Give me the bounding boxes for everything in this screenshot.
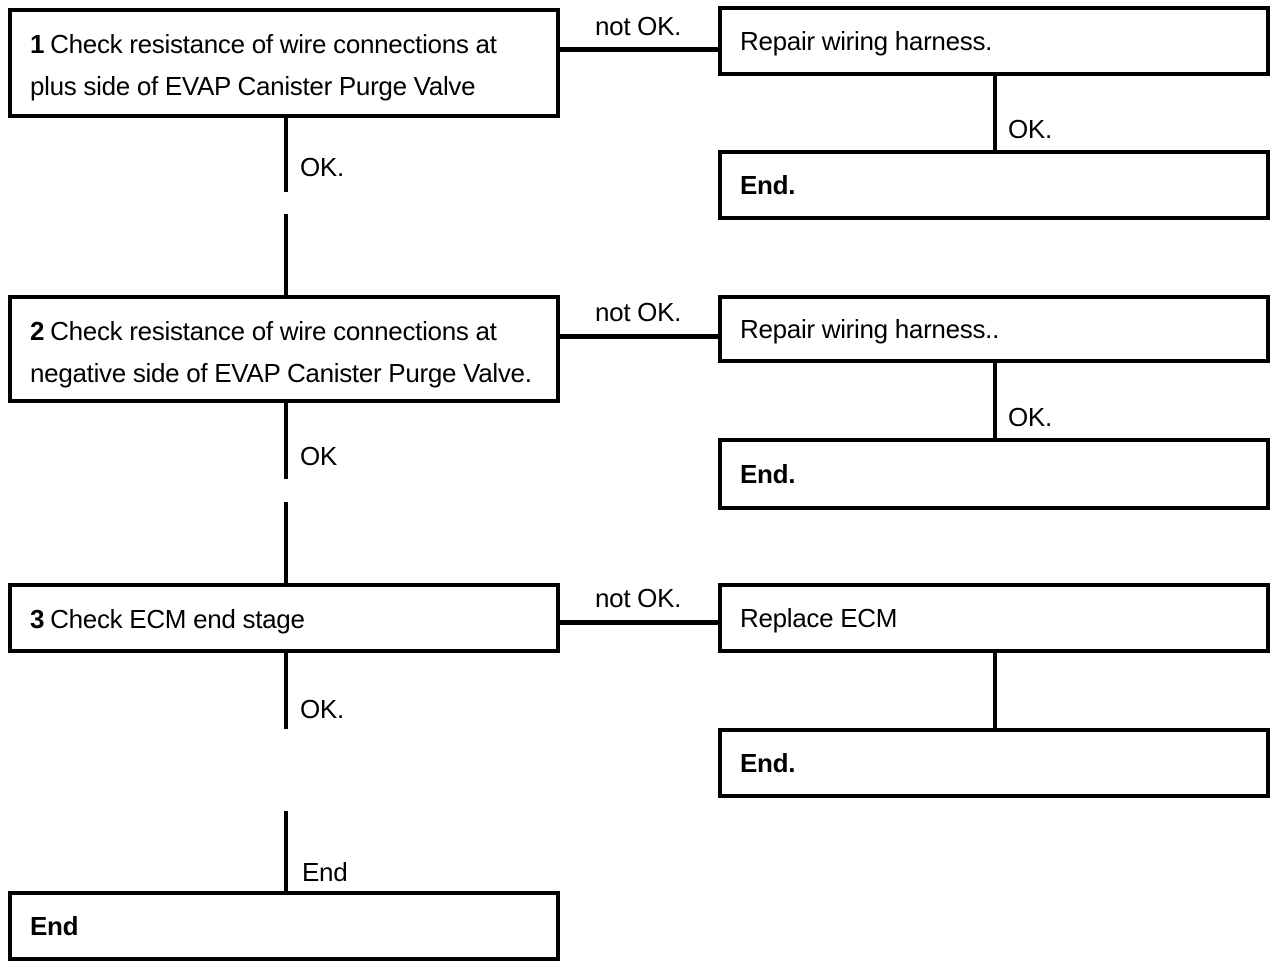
repair2-text: Repair wiring harness..	[740, 313, 999, 344]
end2-text: End.	[740, 458, 796, 489]
end2-box: End.	[718, 438, 1270, 510]
end-final-text: End	[30, 910, 79, 941]
end1-text: End.	[740, 169, 796, 200]
connector-step3-end-upper	[284, 651, 288, 729]
connector-step2-step3-upper	[284, 401, 288, 479]
step1-number: 1	[30, 29, 45, 59]
connector-step2-step3-lower	[284, 502, 288, 585]
replace-ecm-text: Replace ECM	[740, 602, 898, 633]
end3-text: End.	[740, 747, 796, 778]
connector-repair2-end2	[993, 361, 997, 440]
end-final-box: End	[8, 891, 560, 961]
edge-label-ok-1-right: OK.	[1008, 114, 1052, 144]
edge-label-ok-2-right: OK.	[1008, 402, 1052, 432]
connector-repair1-end1	[993, 74, 997, 152]
connector-step3-end-lower	[284, 811, 288, 893]
replace-ecm-box: Replace ECM	[718, 583, 1270, 653]
edge-label-not-ok-2: not OK.	[595, 297, 682, 327]
connector-step1-repair1	[558, 47, 720, 52]
connector-replace3-end3	[993, 651, 997, 730]
end1-box: End.	[718, 150, 1270, 220]
step3-text: Check ECM end stage	[50, 604, 305, 634]
repair2-box: Repair wiring harness..	[718, 295, 1270, 363]
connector-step2-repair2	[558, 334, 720, 339]
edge-label-ok-3-left: OK.	[300, 694, 344, 724]
step2-number: 2	[30, 316, 45, 346]
edge-label-ok-2-left: OK	[300, 441, 337, 471]
repair1-box: Repair wiring harness.	[718, 6, 1270, 76]
edge-label-not-ok-3: not OK.	[595, 583, 682, 613]
connector-step1-step2-upper	[284, 116, 288, 192]
step1-text: Check resistance of wire connections at …	[30, 29, 497, 101]
edge-label-not-ok-1: not OK.	[595, 11, 682, 41]
edge-label-end: End	[302, 857, 348, 887]
step3-number: 3	[30, 604, 45, 634]
end3-box: End.	[718, 728, 1270, 798]
edge-label-ok-1-left: OK.	[300, 152, 344, 182]
connector-step3-replace3	[558, 620, 720, 625]
connector-step1-step2-lower	[284, 214, 288, 297]
step2-text: Check resistance of wire connections at …	[30, 316, 532, 388]
repair1-text: Repair wiring harness.	[740, 25, 993, 56]
